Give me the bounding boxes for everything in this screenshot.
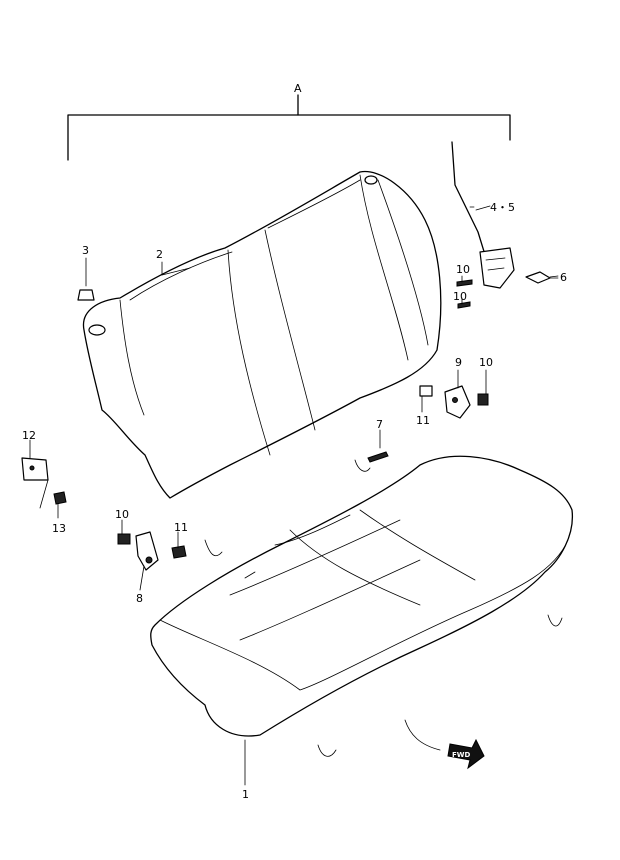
callout-3: 3 <box>82 244 89 257</box>
callout-8: 8 <box>136 592 143 605</box>
part-8-hinge-bracket <box>135 531 159 571</box>
callout-10-right: 10 <box>479 356 493 369</box>
bolt-10-right <box>477 393 489 406</box>
seat-back <box>82 170 442 499</box>
bolt-11-left <box>171 545 187 559</box>
callout-7: 7 <box>376 418 383 431</box>
headrest-guide-left <box>88 324 106 336</box>
fwd-direction-arrow: FWD <box>447 738 485 770</box>
part-3-cap <box>77 257 95 301</box>
fwd-label: FWD <box>452 751 471 759</box>
callout-10-left: 10 <box>115 508 129 521</box>
part-12-bracket <box>21 457 49 509</box>
part-7-bolt <box>367 429 389 463</box>
part-4-5-lock-assembly <box>451 141 515 289</box>
part-13-bolt <box>53 491 67 505</box>
bolt-10-left <box>117 533 131 545</box>
callout-2: 2 <box>156 248 163 261</box>
callout-11-left: 11 <box>174 521 188 534</box>
headrest-guide-right <box>364 175 378 185</box>
seat-cushion <box>150 455 574 757</box>
callout-12: 12 <box>22 429 36 442</box>
callout-10-upper-b: 10 <box>453 290 467 303</box>
callout-13: 13 <box>52 522 66 535</box>
callout-10-upper-a: 10 <box>456 263 470 276</box>
callout-9: 9 <box>455 356 462 369</box>
bolt-10-upper-a <box>456 279 473 287</box>
leader-lines <box>29 206 559 786</box>
callout-4-5: 4・5 <box>490 201 515 214</box>
bolt-11-right <box>419 385 433 397</box>
bolt-10-upper-b <box>457 301 471 309</box>
callout-6: 6 <box>560 271 567 284</box>
group-bracket-a: A <box>67 82 511 161</box>
callout-11-right: 11 <box>416 414 430 427</box>
part-6-clip <box>525 271 559 284</box>
callout-1: 1 <box>242 788 249 801</box>
callout-labels: 2 3 4・5 6 10 10 9 10 11 7 12 13 10 11 8 … <box>22 201 567 801</box>
part-9-hinge-bracket <box>444 385 471 419</box>
group-label-a: A <box>294 82 302 95</box>
